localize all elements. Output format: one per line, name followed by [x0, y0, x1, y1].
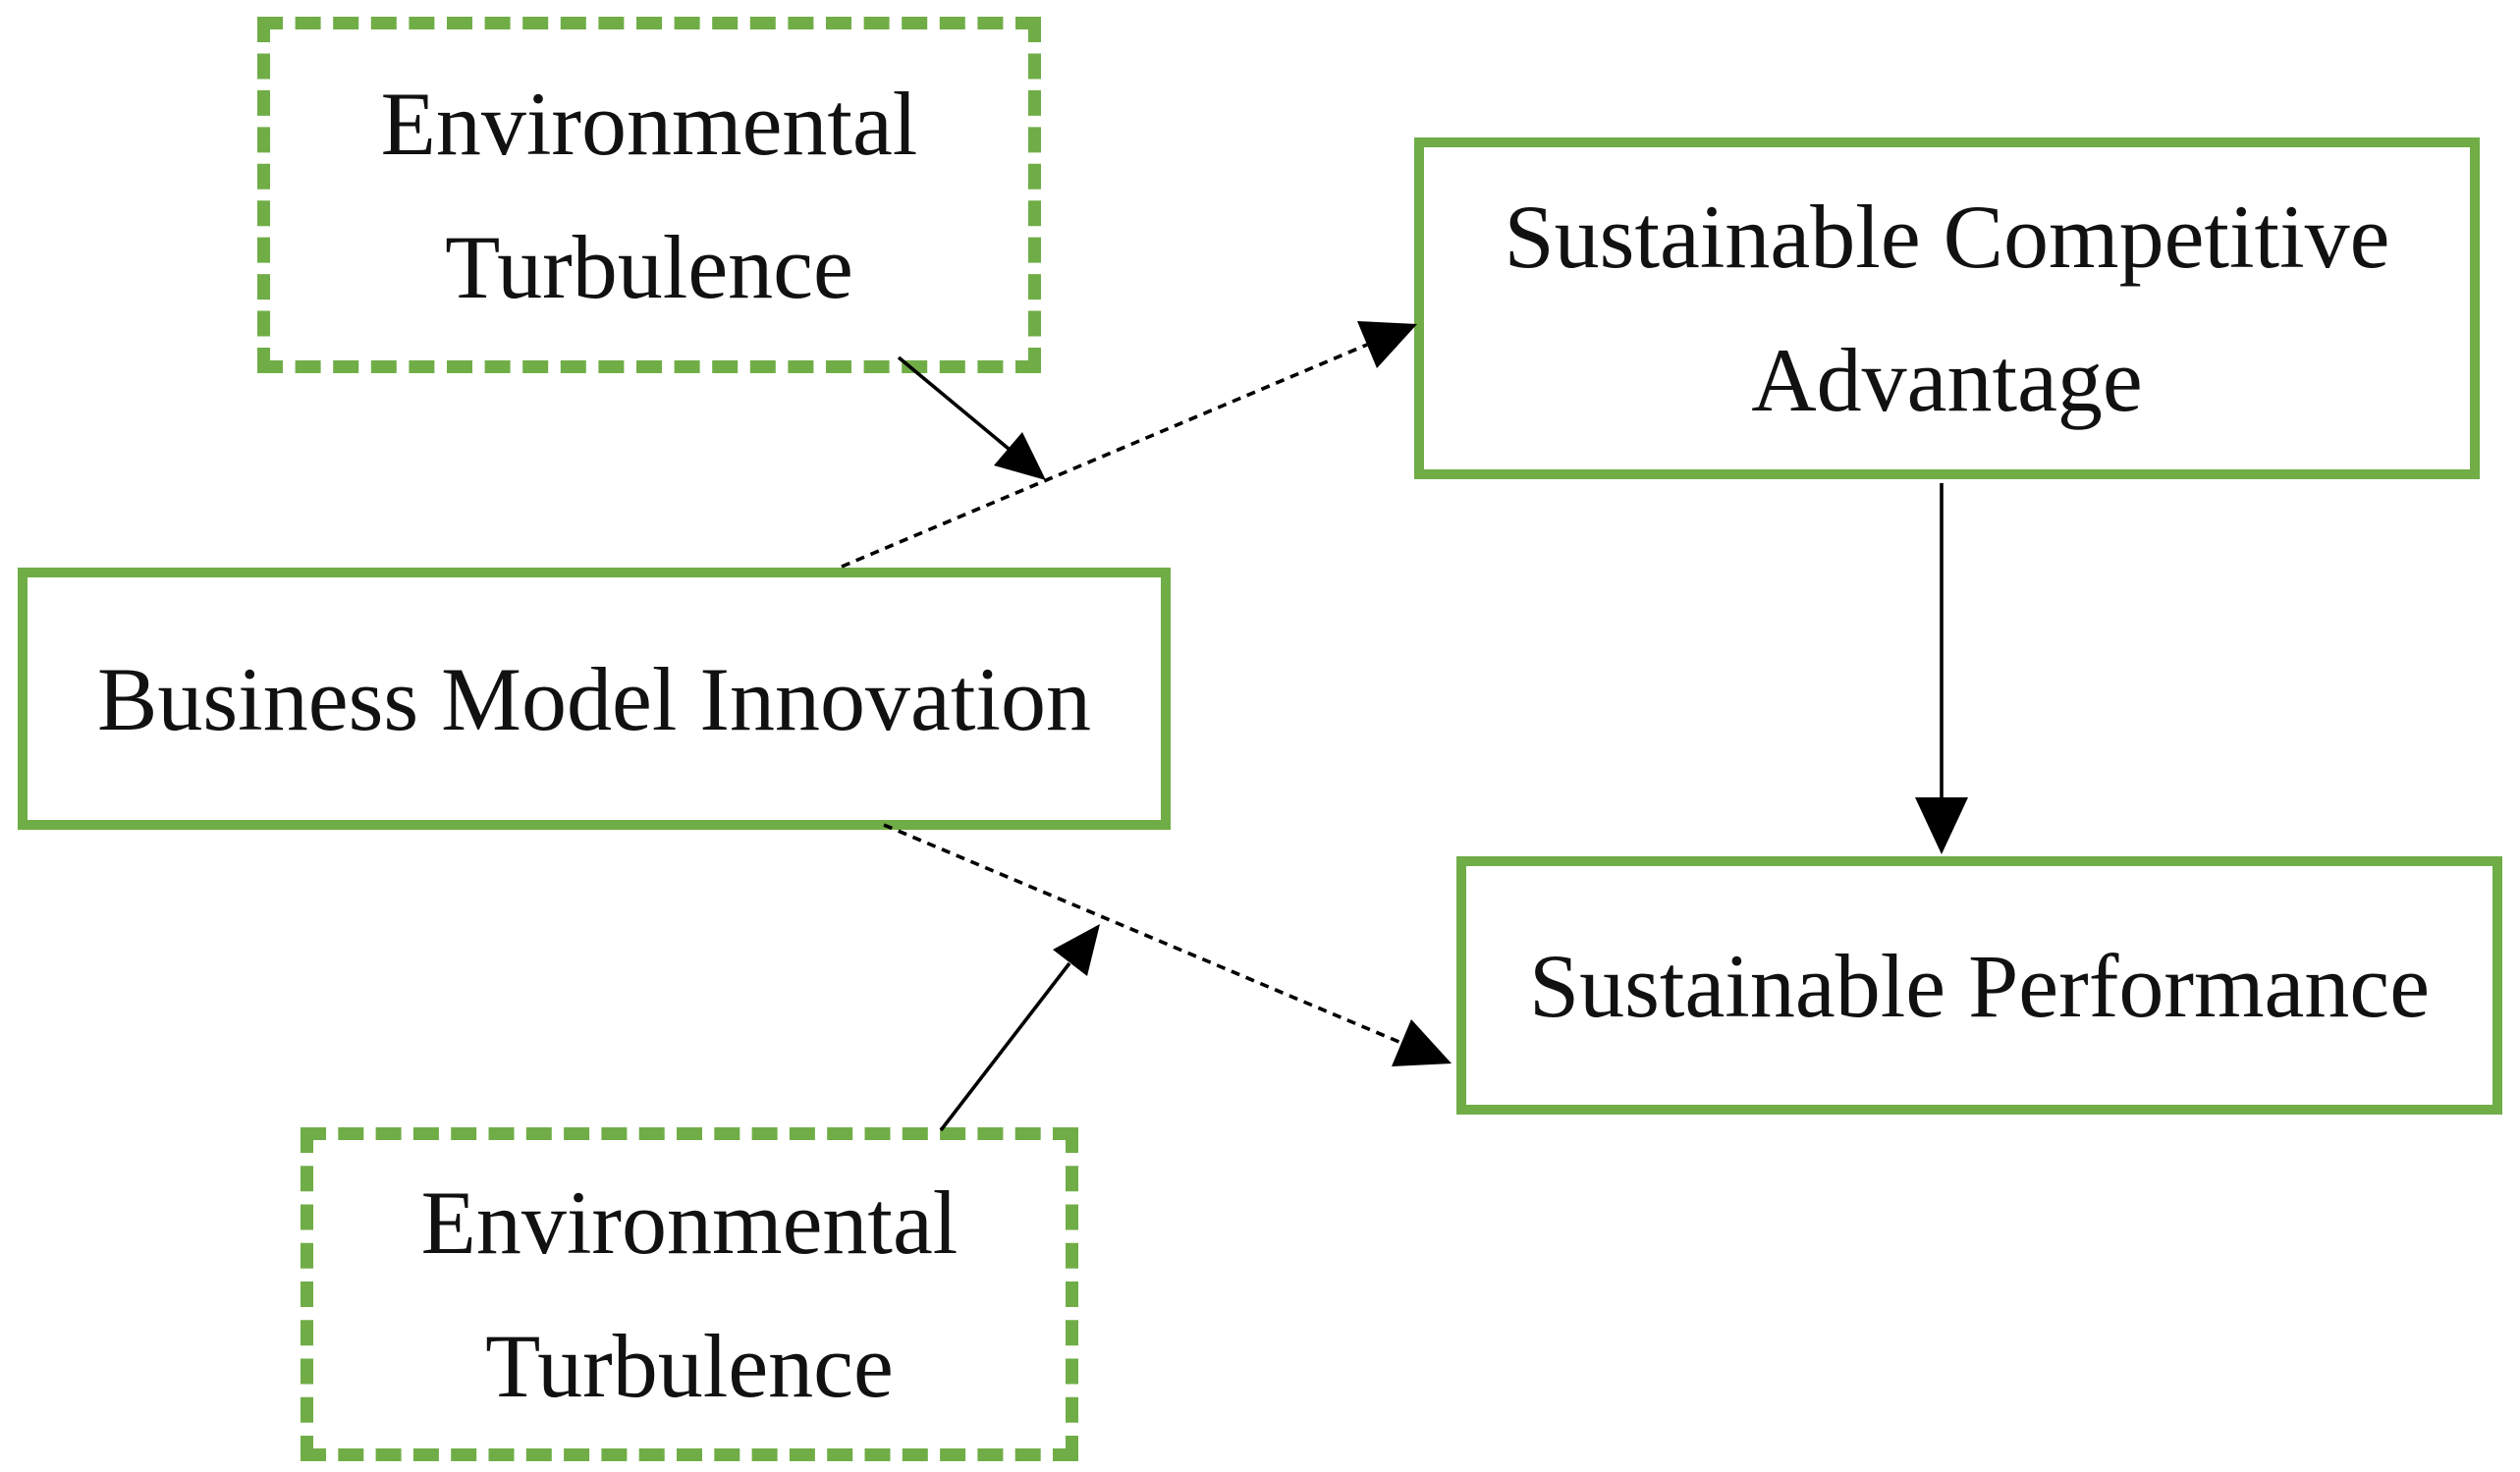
node-label-line: Environmental	[380, 73, 918, 174]
node-environmental-turbulence-top: Environmental Turbulence	[257, 17, 1041, 373]
node-label-line: Sustainable Competitive	[1504, 187, 2390, 287]
node-label-line: Sustainable Performance	[1528, 935, 2431, 1036]
arrowhead-icon	[1357, 321, 1417, 368]
node-environmental-turbulence-bottom: Environmental Turbulence	[301, 1127, 1078, 1461]
arrow-et-top-moderation	[897, 355, 1046, 480]
node-label-line: Turbulence	[485, 1316, 894, 1416]
arrowhead-icon	[1053, 924, 1100, 976]
arrowhead-icon	[1915, 797, 1968, 854]
arrow-sca-to-sp	[1915, 483, 1968, 854]
arrow-et-bottom-moderation	[939, 924, 1100, 1132]
node-business-model-innovation: Business Model Innovation	[18, 568, 1171, 830]
node-label-line: Business Model Innovation	[97, 648, 1091, 749]
arrow-bmi-to-sp	[883, 823, 1452, 1066]
node-sustainable-competitive-advantage: Sustainable Competitive Advantage	[1414, 137, 2480, 479]
arrowhead-icon	[1392, 1019, 1452, 1066]
node-sustainable-performance: Sustainable Performance	[1456, 856, 2502, 1115]
node-label-line: Turbulence	[445, 216, 853, 317]
arrowhead-icon	[994, 432, 1046, 480]
node-label-line: Environmental	[420, 1172, 959, 1273]
node-label-line: Advantage	[1751, 330, 2143, 430]
